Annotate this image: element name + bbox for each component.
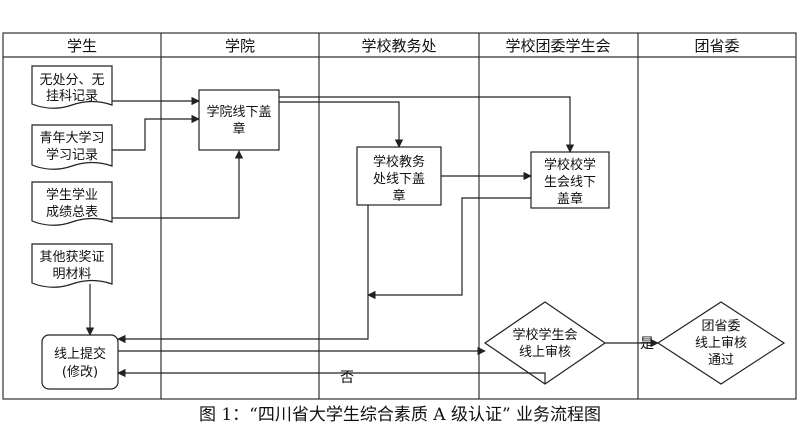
- svg-text:通过: 通过: [708, 353, 734, 368]
- svg-text:学校学生会: 学校学生会: [512, 327, 577, 343]
- provincial-online-review-decision: 团省委 线上审核 通过: [656, 301, 786, 385]
- svg-text:团省委: 团省委: [701, 319, 740, 334]
- svg-text:学院线下盖: 学院线下盖: [206, 104, 271, 120]
- svg-text:(修改): (修改): [62, 365, 98, 380]
- svg-text:章: 章: [232, 121, 245, 137]
- svg-text:线上审核: 线上审核: [519, 345, 571, 360]
- lane-header-student: 学生: [67, 37, 97, 55]
- svg-text:线上提交: 线上提交: [54, 346, 106, 362]
- figure-caption: 图 1：“四川省大学生综合素质 A 级认证” 业务流程图: [198, 405, 602, 425]
- svg-text:章: 章: [392, 188, 405, 204]
- doc-award-materials: 其他获奖证 明材料: [31, 243, 113, 288]
- doc-youth-study-record: 青年大学习 学习记录: [31, 124, 113, 170]
- edge-college-to-youth-league: [279, 96, 575, 153]
- lane-header-youth-league: 学校团委学生会: [505, 37, 610, 55]
- svg-text:青年大学习: 青年大学习: [39, 130, 104, 146]
- svg-text:生会线下: 生会线下: [544, 175, 596, 190]
- svg-text:处线下盖: 处线下盖: [373, 172, 425, 187]
- svg-text:其他获奖证: 其他获奖证: [39, 250, 104, 265]
- lane-header-college: 学院: [225, 37, 255, 55]
- lane-header-academic-affairs: 学校教务处: [361, 37, 436, 55]
- svg-text:学习记录: 学习记录: [46, 147, 98, 163]
- svg-text:学校教务: 学校教务: [373, 154, 425, 170]
- svg-text:挂科记录: 挂科记录: [46, 89, 98, 104]
- svg-text:无处分、无: 无处分、无: [39, 73, 104, 88]
- doc-transcript: 学生学业 成绩总表: [31, 181, 113, 226]
- online-submit-process: 线上提交 (修改): [41, 334, 119, 390]
- edge-transcript-to-college: [112, 150, 244, 219]
- edge-academic-return-to-submit: [117, 205, 369, 344]
- doc-no-punishment-record: 无处分、无 挂科记录: [31, 65, 113, 109]
- lane-header-provincial-league: 团省委: [694, 37, 739, 55]
- youth-league-stamp-process: 学校校学 生会线下 盖章: [530, 151, 610, 209]
- svg-text:学校校学: 学校校学: [544, 157, 596, 173]
- academic-affairs-stamp-process: 学校教务 处线下盖 章: [356, 146, 442, 206]
- svg-text:明材料: 明材料: [52, 267, 91, 282]
- edge-youth-league-return: [367, 197, 531, 300]
- edge-label-yes: 是: [640, 336, 654, 352]
- edge-label-no: 否: [340, 370, 354, 386]
- swimlane-frame: [2, 32, 797, 400]
- svg-text:学生学业: 学生学业: [46, 187, 98, 203]
- edge-youth-study-to-college: [112, 114, 200, 151]
- svg-text:线上审核: 线上审核: [695, 336, 747, 351]
- svg-text:成绩总表: 成绩总表: [46, 205, 98, 220]
- youth-league-online-review-decision: 学校学生会 线上审核: [483, 301, 607, 385]
- college-stamp-process: 学院线下盖 章: [198, 89, 280, 151]
- edge-college-to-academic: [279, 101, 404, 148]
- edge-league-review-no: [117, 368, 546, 384]
- svg-text:盖章: 盖章: [557, 191, 583, 207]
- flowchart-diagram: 学生 学院 学校教务处 学校团委学生会 团省委 无处分、无 挂科记录 青年大学习…: [2, 32, 797, 400]
